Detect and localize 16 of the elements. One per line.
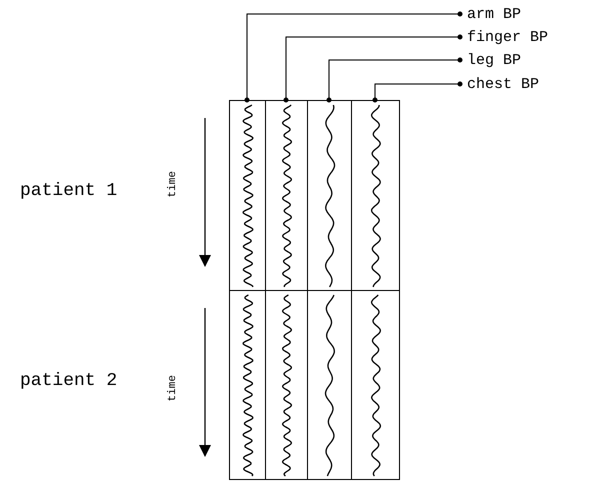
row-label: patient 2 [20,370,118,393]
signal-cell [229,100,266,291]
signal-label: finger BP [460,27,548,47]
signal-cell [351,100,400,291]
signal-label: chest BP [460,74,540,94]
signal-cell [351,290,400,480]
axis-label: time [166,375,180,402]
leader-line [284,34,462,102]
leader-line [372,82,462,102]
signal-cell [229,290,266,480]
signal-label: arm BP [460,4,522,24]
axis-label: time [166,171,180,198]
leader-line [244,12,462,102]
signal-label: leg BP [460,50,522,70]
leader-line [326,58,462,102]
row-label: patient 1 [20,180,118,203]
